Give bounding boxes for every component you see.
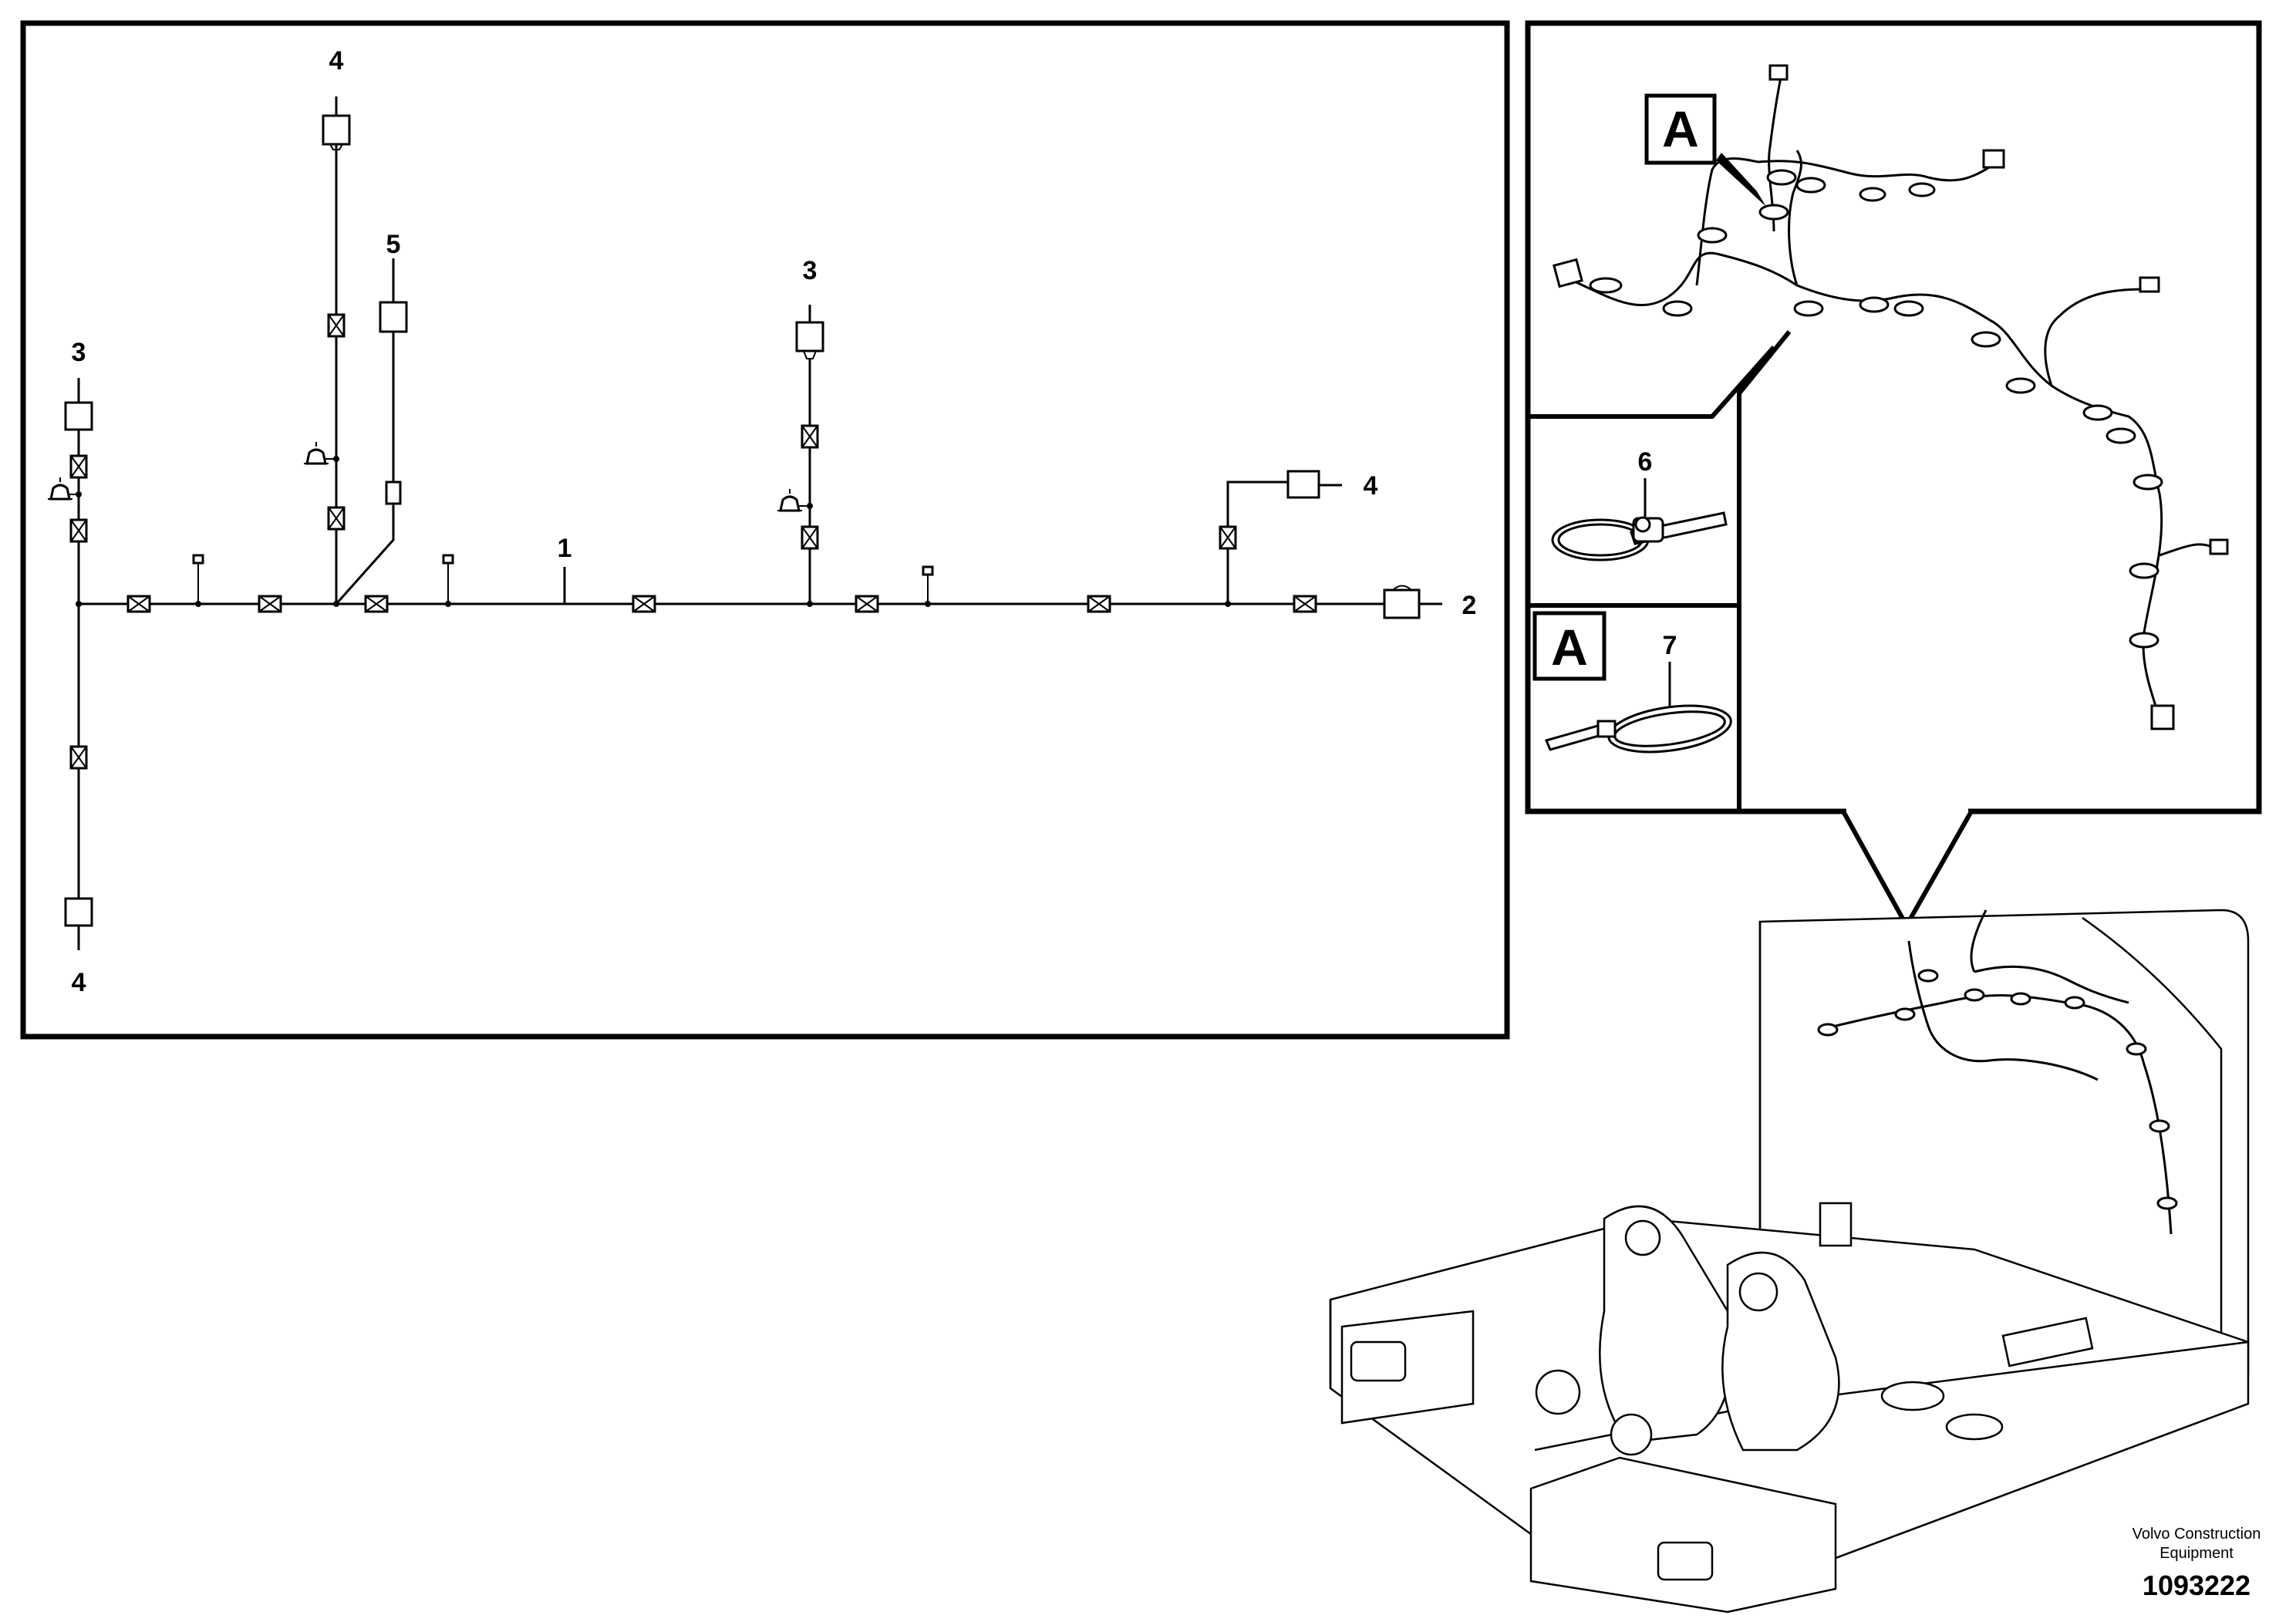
machine-frame-illustration <box>1329 909 2250 1614</box>
cable-tie-detail-7 <box>1544 704 1732 754</box>
connector-3-left <box>64 401 93 431</box>
connector-4-bottom <box>64 897 93 927</box>
wiring-schematic <box>48 96 1442 950</box>
detail-letter-a-top: A <box>1662 100 1699 157</box>
callout-7: 7 <box>1663 631 1677 660</box>
detail-panel: A A <box>1525 20 2262 931</box>
brand-line2: Equipment <box>2159 1545 2234 1562</box>
connector-5 <box>379 301 408 333</box>
connector-boxes <box>64 114 1421 927</box>
callout-6: 6 <box>1638 447 1653 477</box>
connector-4-top <box>322 114 351 146</box>
callout-5: 5 <box>386 230 401 259</box>
callout-4-bottom: 4 <box>72 968 86 997</box>
callout-1: 1 <box>558 534 572 563</box>
connector-4-right <box>1286 470 1320 499</box>
schematic-frame <box>20 20 1510 1040</box>
callout-2: 2 <box>1462 591 1477 620</box>
callout-3-left: 3 <box>72 338 86 367</box>
bell-symbols <box>48 442 810 512</box>
detail-letter-a-bottom: A <box>1551 619 1588 676</box>
brand-line1: Volvo Construction <box>2132 1526 2261 1543</box>
callout-4-top: 4 <box>329 46 344 76</box>
clamp-detail-6 <box>1551 511 1728 561</box>
callout-4-right: 4 <box>1364 471 1378 501</box>
drawing-number: 1093222 <box>2143 1570 2250 1601</box>
connector-3-mid <box>795 321 824 352</box>
harness-detail-illustration <box>1553 64 2229 730</box>
connector-2 <box>1383 588 1421 619</box>
clip-symbols <box>69 313 1317 770</box>
callout-3-mid: 3 <box>803 256 818 285</box>
